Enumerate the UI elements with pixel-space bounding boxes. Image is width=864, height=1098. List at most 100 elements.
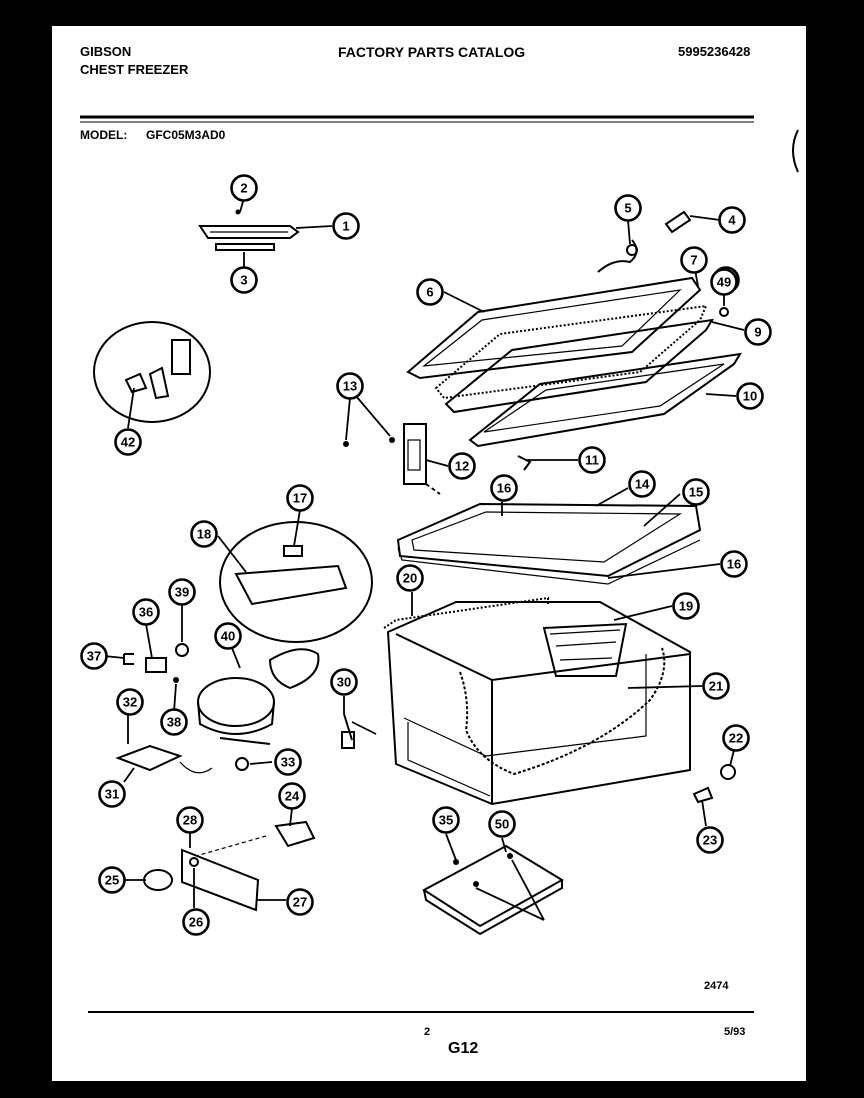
callout-label: 3 — [240, 273, 247, 288]
callout-label: 9 — [754, 325, 761, 340]
callout-label: 12 — [455, 459, 469, 474]
callout-label: 15 — [689, 485, 703, 500]
callout-label: 7 — [690, 253, 697, 268]
catalog-number: 5995236428 — [678, 44, 751, 59]
callout-25: 25 — [98, 866, 126, 894]
callout-17: 17 — [286, 484, 314, 512]
callout-label: 21 — [709, 679, 723, 694]
callout-label: 50 — [495, 817, 509, 832]
callout-label: 37 — [87, 649, 101, 664]
callout-28: 28 — [176, 806, 204, 834]
callout-42: 42 — [114, 428, 142, 456]
issue-date: 5/93 — [724, 1026, 746, 1038]
leader-lines — [103, 197, 745, 921]
callout-3: 3 — [230, 266, 258, 294]
callout-label: 22 — [729, 731, 743, 746]
callout-label: 11 — [585, 453, 599, 468]
model-number: GFC05M3AD0 — [146, 128, 226, 142]
callout-label: 24 — [285, 789, 300, 804]
callout-7: 7 — [680, 246, 708, 274]
callout-26: 26 — [182, 908, 210, 936]
callout-23: 23 — [696, 826, 724, 854]
product-name: CHEST FREEZER — [80, 62, 189, 77]
callout-21: 21 — [702, 672, 730, 700]
callout-label: 4 — [728, 213, 736, 228]
callout-label: 42 — [121, 435, 135, 450]
thermostat-and-switch-parts — [341, 713, 736, 804]
electrical-inset-part — [93, 321, 211, 423]
model-label: MODEL: — [80, 128, 128, 142]
callout-label: 49 — [717, 275, 731, 290]
callout-38: 38 — [160, 708, 188, 736]
callout-40: 40 — [214, 622, 242, 650]
breaker-frame-part — [396, 502, 702, 585]
callout-label: 25 — [105, 873, 119, 888]
callout-39: 39 — [168, 578, 196, 606]
callout-31: 31 — [98, 780, 126, 808]
callout-label: 13 — [343, 379, 357, 394]
callout-label: 26 — [189, 915, 203, 930]
callout-label: 5 — [624, 201, 631, 216]
callout-label: 18 — [197, 527, 211, 542]
callout-30: 30 — [330, 668, 358, 696]
drawing-number: 2474 — [704, 980, 729, 992]
control-inset-part — [219, 521, 373, 643]
callout-label: 35 — [439, 813, 453, 828]
hinge-part — [343, 423, 441, 495]
callout-group: 1234567891011121314151616171819202122232… — [80, 174, 772, 936]
callout-label: 2 — [240, 181, 247, 196]
callout-label: 23 — [703, 833, 717, 848]
callout-9: 9 — [744, 318, 772, 346]
page-number: 2 — [424, 1026, 431, 1038]
binding-mark — [792, 129, 799, 173]
callout-label: 36 — [139, 605, 153, 620]
callout-5: 5 — [614, 194, 642, 222]
callout-18: 18 — [190, 520, 218, 548]
compressor-part — [115, 643, 320, 774]
callout-33: 33 — [274, 748, 302, 776]
callout-14: 14 — [628, 470, 656, 498]
callout-label: 32 — [123, 695, 137, 710]
callout-37: 37 — [80, 642, 108, 670]
callout-label: 30 — [337, 675, 351, 690]
callout-20: 20 — [396, 564, 424, 592]
callout-label: 38 — [167, 715, 181, 730]
lid-assembly-part — [406, 276, 742, 448]
callout-49: 49 — [710, 268, 738, 296]
callout-label: 39 — [175, 585, 189, 600]
callout-6: 6 — [416, 278, 444, 306]
callout-2: 2 — [230, 174, 258, 202]
callout-36: 36 — [132, 598, 160, 626]
callout-label: 31 — [105, 787, 119, 802]
callout-22: 22 — [722, 724, 750, 752]
parts-sheet — [52, 26, 806, 1081]
callout-11: 11 — [578, 446, 606, 474]
callout-16: 16 — [490, 474, 518, 502]
callout-12: 12 — [448, 452, 476, 480]
cabinet-part — [383, 596, 691, 806]
callout-label: 20 — [403, 571, 417, 586]
control-panel-part — [143, 820, 316, 912]
callout-32: 32 — [116, 688, 144, 716]
callout-label: 17 — [293, 491, 307, 506]
callout-label: 6 — [426, 285, 433, 300]
callout-label: 28 — [183, 813, 197, 828]
callout-24: 24 — [278, 782, 306, 810]
catalog-title: FACTORY PARTS CATALOG — [338, 44, 526, 60]
callout-label: 16 — [497, 481, 511, 496]
callout-10: 10 — [736, 382, 764, 410]
section-code: G12 — [448, 1040, 479, 1057]
callout-19: 19 — [672, 592, 700, 620]
brand-name: GIBSON — [80, 44, 132, 59]
callout-label: 40 — [221, 629, 235, 644]
callout-27: 27 — [286, 888, 314, 916]
base-pan-part — [422, 844, 564, 936]
callout-label: 27 — [293, 895, 307, 910]
callout-label: 10 — [743, 389, 757, 404]
callout-label: 1 — [342, 219, 349, 234]
lid-handle-part — [198, 209, 300, 251]
callout-15: 15 — [682, 478, 710, 506]
callout-label: 14 — [635, 477, 650, 492]
